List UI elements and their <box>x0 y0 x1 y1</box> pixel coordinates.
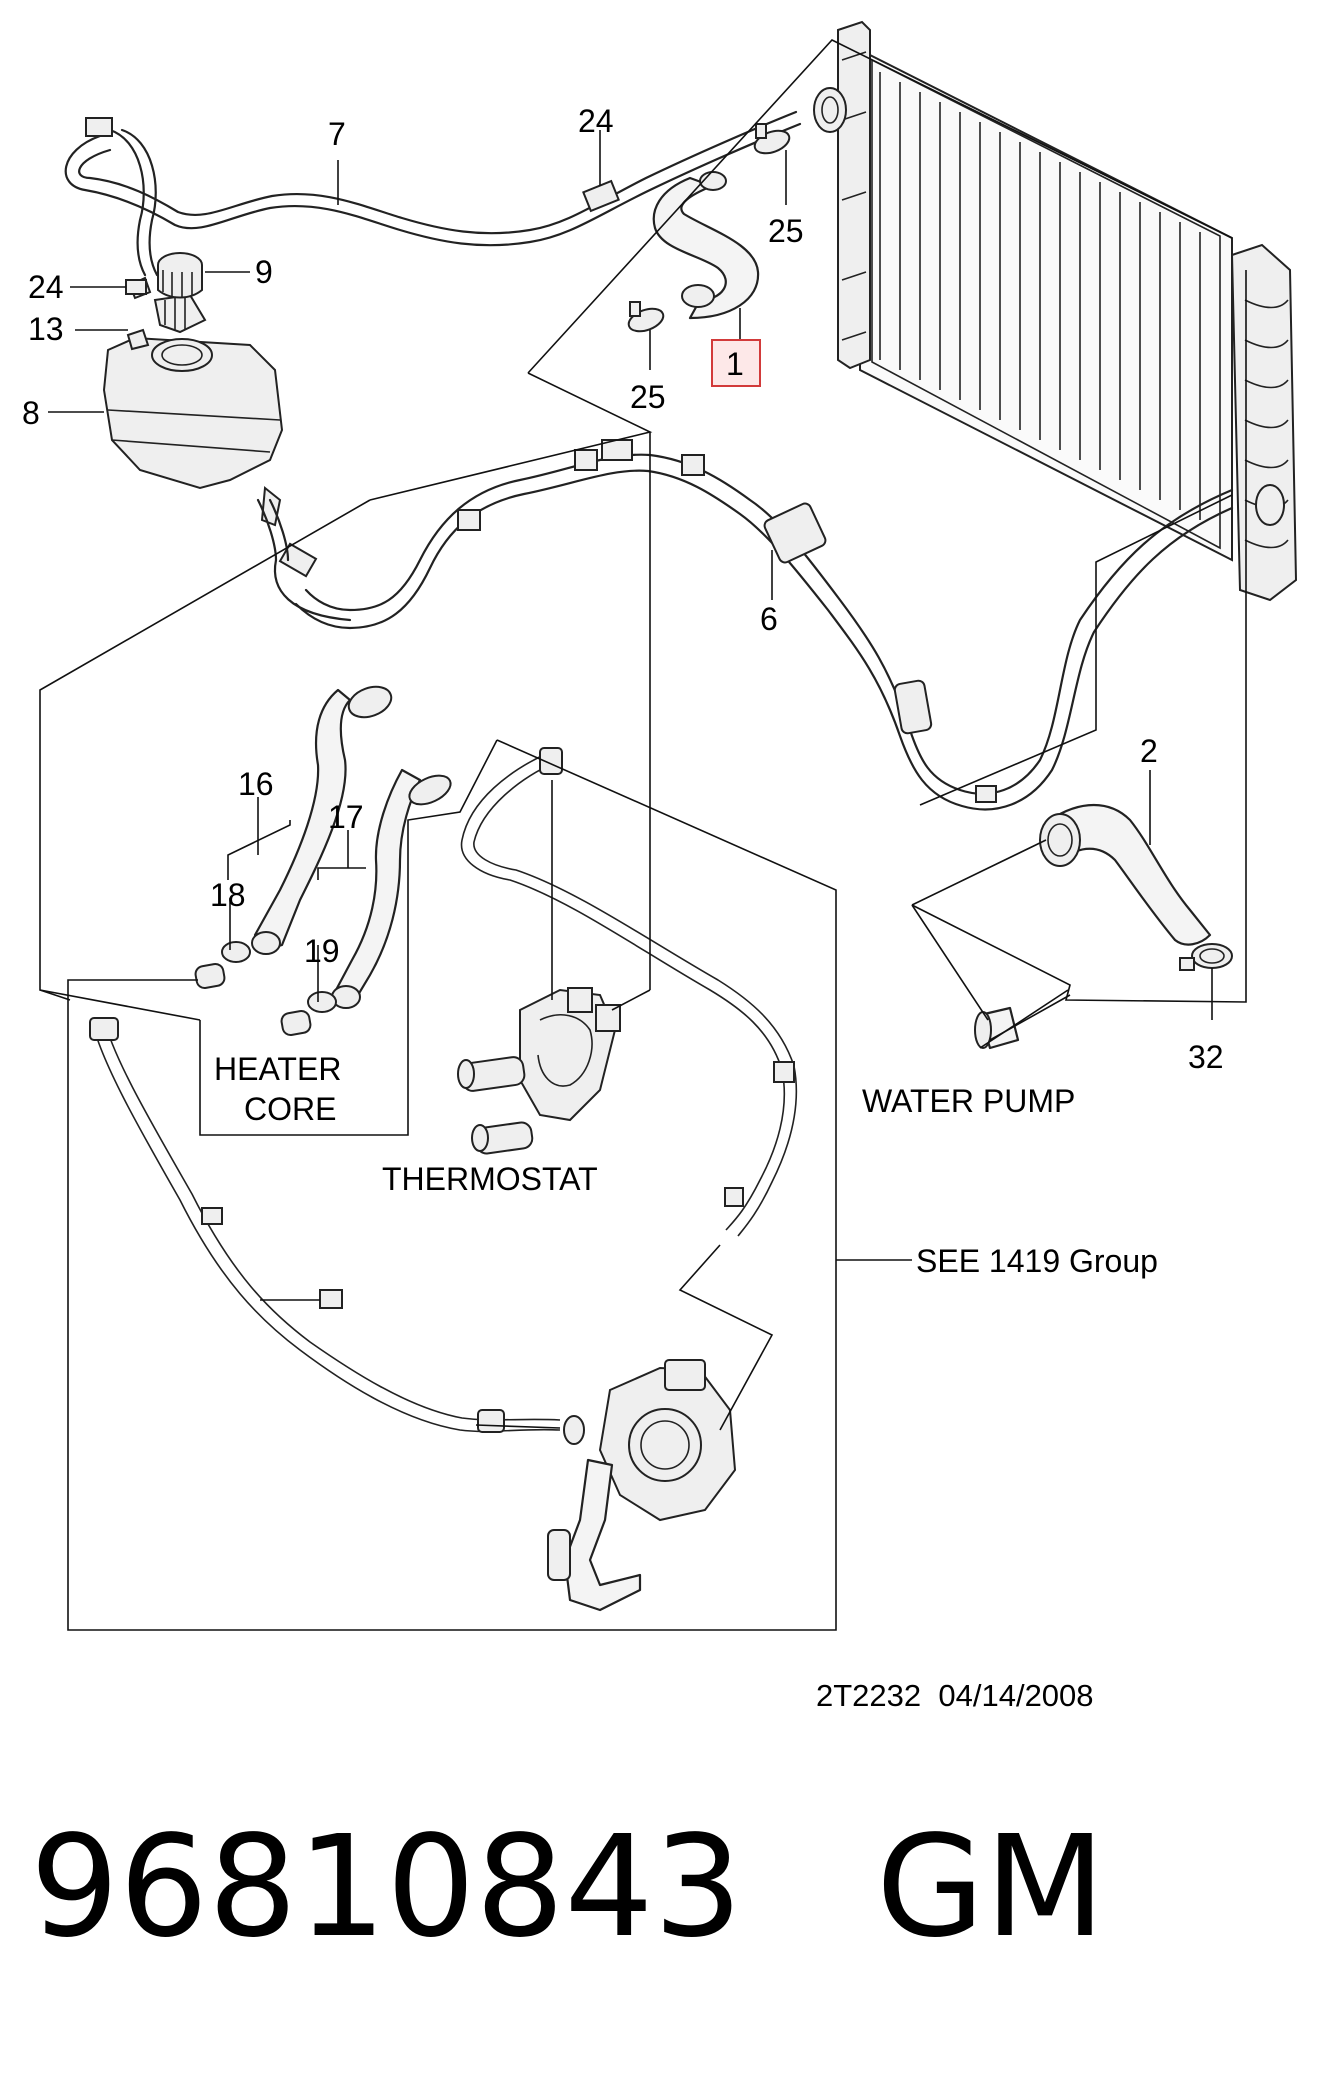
diagram-labels: HEATER CORE THERMOSTAT WATER PUMP SEE 14… <box>214 1051 1158 1279</box>
radiator <box>813 20 1298 602</box>
throttle-body <box>547 1359 737 1612</box>
hose-7 <box>64 110 802 277</box>
callout-16: 16 <box>238 766 274 802</box>
callout-32: 32 <box>1188 1039 1224 1075</box>
drawing-date: 04/14/2008 <box>938 1678 1094 1713</box>
part-footer: 96810843 GM <box>30 1818 1105 1958</box>
callout-numbers: 7 24 25 9 24 13 8 25 1 6 2 16 17 18 19 3… <box>22 103 1224 1075</box>
heater-hose-17 <box>331 768 452 1009</box>
clamp-19 <box>307 991 337 1013</box>
thermostat-housing <box>457 987 621 1155</box>
callout-1: 1 <box>726 346 744 382</box>
callout-25-top: 25 <box>768 213 804 249</box>
callout-9: 9 <box>255 254 273 290</box>
brand-name: GM <box>876 1806 1106 1969</box>
heater-hose-16 <box>251 685 393 955</box>
callout-17: 17 <box>328 799 364 835</box>
callout-18: 18 <box>210 877 246 913</box>
heater-core-pipes <box>194 963 312 1036</box>
hose-2-lower <box>1039 803 1233 971</box>
clamp-18 <box>221 941 251 963</box>
callout-8: 8 <box>22 395 40 431</box>
callout-2: 2 <box>1140 733 1158 769</box>
callout-7: 7 <box>328 116 346 152</box>
pressure-cap <box>157 252 203 299</box>
drawing-stamp: 2T2232 04/14/2008 <box>816 1678 1094 1714</box>
heater-core-label-line1: HEATER <box>214 1051 341 1087</box>
coolant-reservoir <box>102 276 284 527</box>
callout-6: 6 <box>760 601 778 637</box>
hose-6 <box>256 439 1234 811</box>
callout-19: 19 <box>304 933 340 969</box>
thermostat-label: THERMOSTAT <box>382 1161 598 1197</box>
callout-1-highlight <box>711 339 761 387</box>
clip-24 <box>125 279 147 295</box>
callout-25-bottom: 25 <box>630 379 666 415</box>
see-group-label: SEE 1419 Group <box>916 1243 1158 1279</box>
drawing-code: 2T2232 <box>816 1678 922 1713</box>
small-coolant-lines <box>89 747 798 1433</box>
part-number: 96810843 <box>30 1806 743 1969</box>
hose-1-upper-radiator <box>627 123 791 333</box>
water-pump-label: WATER PUMP <box>862 1083 1075 1119</box>
callout-24-top: 24 <box>578 103 614 139</box>
heater-core-label-line2: CORE <box>244 1091 336 1127</box>
water-pump-fitting <box>974 1006 1020 1050</box>
callout-24-left: 24 <box>28 269 64 305</box>
callout-13: 13 <box>28 311 64 347</box>
leader-lines <box>39 39 1247 1631</box>
